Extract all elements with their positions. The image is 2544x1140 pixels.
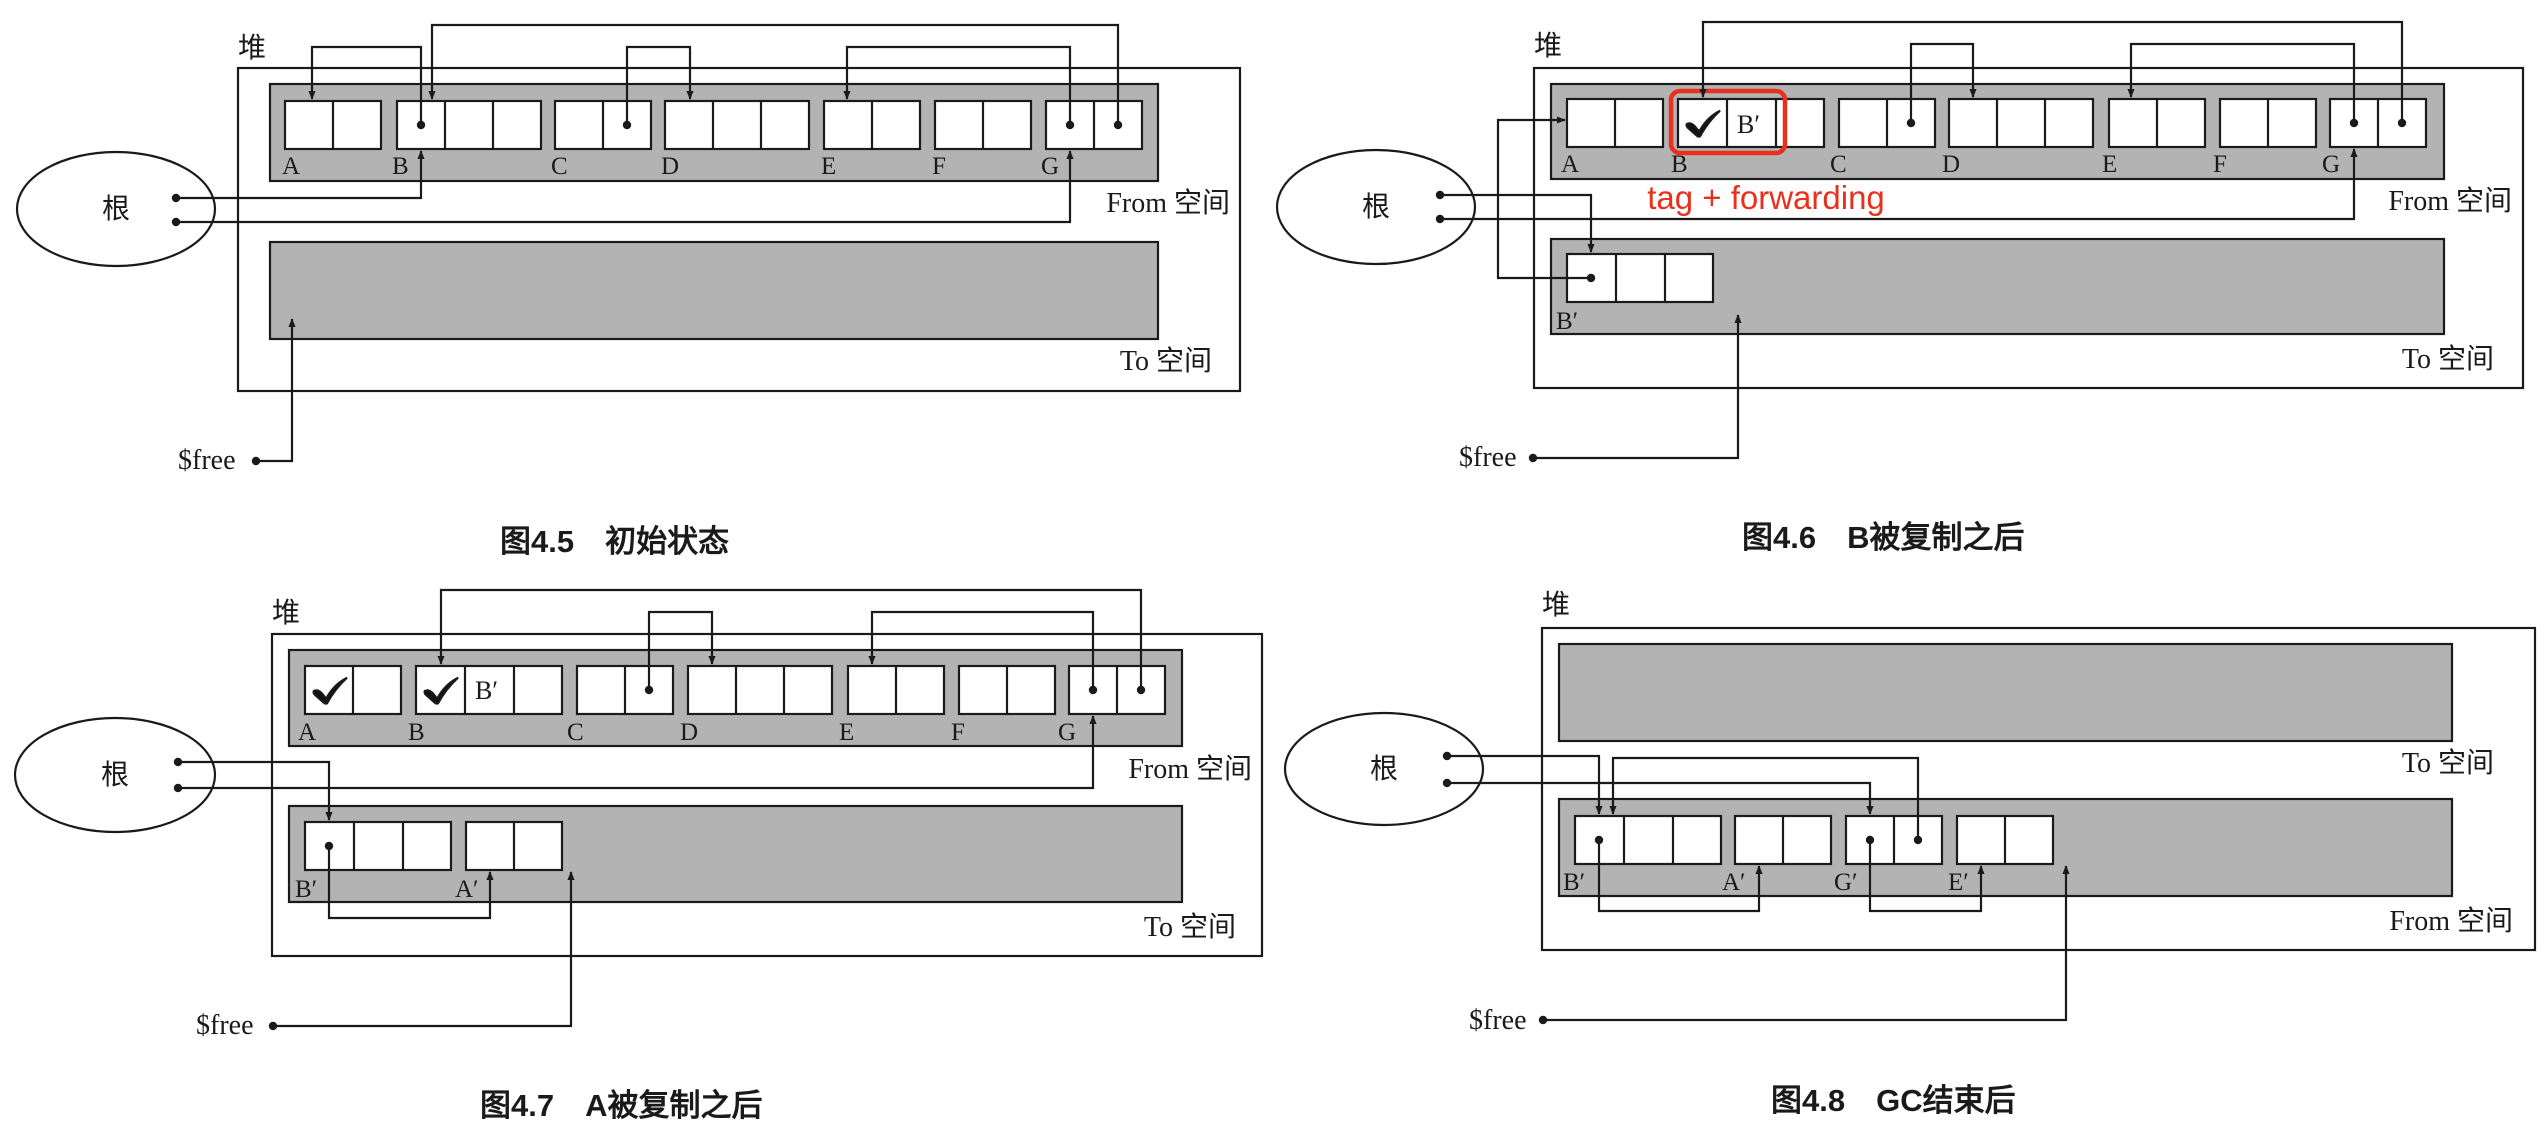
object-label: D — [661, 153, 679, 180]
object-labels: B′ A′ G′ E′ — [1563, 869, 1969, 896]
root-label: 根 — [1362, 191, 1390, 223]
object-label: B′ — [1556, 308, 1578, 335]
to-space-label: To 空间 — [1120, 345, 1212, 377]
pointers — [1440, 20, 2404, 460]
heap-label: 堆 — [1542, 589, 1570, 621]
object-d — [663, 99, 811, 151]
root-ellipse — [1283, 711, 1485, 827]
object-label: E′ — [1948, 869, 1969, 896]
object-label: G — [2322, 151, 2340, 178]
object-labels: A B C D E F G B′ A′ — [295, 719, 1076, 903]
objects-from-space — [1565, 97, 2428, 149]
object-label: B — [392, 153, 409, 180]
object-label: G′ — [1834, 869, 1858, 896]
figure-caption: 图4.5 初始状态 — [500, 524, 729, 559]
pointer-dots — [1435, 118, 2407, 463]
object-label: B′ — [295, 876, 317, 903]
object-label: C — [567, 719, 584, 746]
object-label: B — [1671, 151, 1688, 178]
root-ellipse — [15, 150, 217, 268]
root-label: 根 — [102, 193, 130, 225]
root-ellipse — [1275, 148, 1477, 266]
object-label: B′ — [1563, 869, 1585, 896]
heap-box — [1540, 626, 2537, 952]
figure-caption: 图4.7 A被复制之后 — [480, 1088, 762, 1123]
object-label: C — [1830, 151, 1847, 178]
object-d — [1947, 97, 2095, 149]
heap-box — [1532, 66, 2525, 390]
object-label: A — [1561, 151, 1579, 178]
objects-from-space — [283, 99, 1144, 151]
object-label: E — [821, 153, 836, 180]
object-label: F — [951, 719, 965, 746]
figure-caption: 图4.6 B被复制之后 — [1742, 520, 2024, 555]
to-space — [1557, 642, 2454, 743]
object-b — [414, 664, 564, 716]
from-space-label: From 空间 — [1128, 753, 1252, 785]
pointer-dots — [1442, 751, 1923, 1025]
heap-label: 堆 — [238, 32, 266, 64]
object-b — [1676, 97, 1826, 149]
object-d — [686, 664, 834, 716]
object-label: A′ — [1722, 869, 1746, 896]
object-label: G — [1041, 153, 1059, 180]
from-space-label: From 空间 — [2389, 905, 2513, 937]
pointers — [176, 23, 1120, 463]
forwarding-address: B′ — [475, 676, 498, 705]
object-label: E — [839, 719, 854, 746]
objects-to-space — [303, 820, 564, 872]
pointers — [1447, 754, 2070, 1022]
object-label: D — [1942, 151, 1960, 178]
root-ellipse — [13, 716, 217, 834]
root-label: 根 — [1370, 753, 1398, 785]
object-label: B — [408, 719, 425, 746]
heap-box — [270, 632, 1264, 958]
free-pointer-label: $free — [196, 1010, 254, 1041]
from-space-label: From 空间 — [2388, 185, 2512, 217]
heap-label: 堆 — [1534, 30, 1562, 62]
free-pointer-label: $free — [1459, 442, 1517, 473]
to-space-label: To 空间 — [2402, 747, 2494, 779]
panel-fig-4-7 — [13, 588, 1264, 1031]
object-label: E — [2102, 151, 2117, 178]
root-label: 根 — [101, 759, 129, 791]
object-label: F — [932, 153, 946, 180]
forwarding-address: B′ — [1737, 110, 1760, 139]
to-space-label: To 空间 — [2402, 343, 2494, 375]
tag-forwarding-annotation: tag + forwarding — [1647, 179, 1885, 216]
object-labels: A B C D E F G B′ — [1556, 151, 2340, 335]
panel-fig-4-5 — [15, 23, 1242, 466]
from-space-label: From 空间 — [1106, 187, 1230, 219]
heap-label: 堆 — [272, 597, 300, 629]
object-labels: A B C D E F G — [282, 153, 1059, 180]
free-pointer-label: $free — [1469, 1005, 1527, 1036]
pointer-dots — [173, 685, 1146, 1031]
free-pointer-label: $free — [178, 445, 236, 476]
object-label: A — [282, 153, 300, 180]
objects-live-space — [1573, 814, 2055, 866]
heap-box — [236, 66, 1242, 393]
object-label: D — [680, 719, 698, 746]
object-label: G — [1058, 719, 1076, 746]
panel-fig-4-6 — [1275, 20, 2525, 463]
to-space — [268, 240, 1160, 341]
forwarding-highlight — [1668, 88, 1788, 156]
objects-from-space — [303, 664, 1167, 716]
object-label: A — [298, 719, 316, 746]
figure-caption: 图4.8 GC结束后 — [1771, 1083, 2016, 1118]
object-label: A′ — [455, 876, 479, 903]
pointer-dots — [171, 120, 1123, 466]
panel-fig-4-8 — [1283, 626, 2537, 1025]
to-space-label: To 空间 — [1144, 911, 1236, 943]
object-label: C — [551, 153, 568, 180]
object-label: F — [2213, 151, 2227, 178]
pointers — [178, 588, 1143, 1028]
